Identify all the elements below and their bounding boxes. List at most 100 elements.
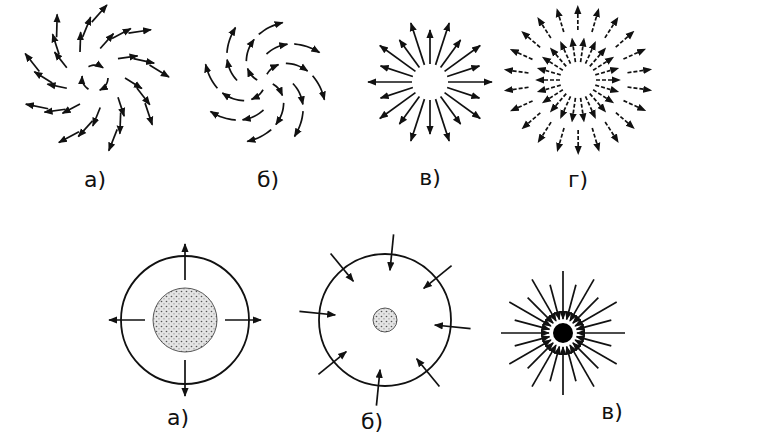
- field-arrow: [581, 98, 584, 122]
- field-arrow: [227, 60, 237, 81]
- field-arrow: [56, 14, 58, 37]
- figure-label: а): [167, 406, 189, 430]
- figure-label: в): [419, 166, 441, 190]
- field-arrow: [92, 5, 107, 22]
- field-arrow: [616, 31, 634, 47]
- field-arrow: [627, 69, 651, 72]
- field-arrow: [47, 84, 66, 88]
- field-arrow: [259, 23, 283, 35]
- field-arrow: [222, 93, 244, 101]
- field-arrow: [429, 100, 431, 134]
- field-arrow: [628, 87, 652, 90]
- figure-label: б): [361, 410, 383, 434]
- field-arrow: [538, 122, 551, 142]
- field-arrow: [593, 57, 613, 70]
- field-arrow: [109, 129, 117, 150]
- field-arrow: [595, 68, 618, 75]
- field-arrow: [380, 46, 416, 72]
- field-arrow: [436, 99, 450, 141]
- field-arrow: [577, 320, 612, 329]
- field-arrow: [562, 271, 564, 319]
- field-arrow: [447, 88, 479, 99]
- field-arrow: [376, 370, 380, 406]
- field-arrow: [505, 87, 529, 90]
- field-arrow: [399, 97, 419, 125]
- field-arrow: [125, 78, 142, 88]
- field-arrow: [623, 49, 645, 59]
- field-arrow: [247, 130, 271, 142]
- field-arrow: [227, 27, 236, 52]
- field-arrow: [592, 9, 599, 32]
- field-arrow: [128, 30, 151, 33]
- field-arrow: [248, 69, 258, 81]
- charged-sphere-outward: [109, 244, 261, 396]
- field-arrow: [25, 54, 39, 72]
- field-arrow: [605, 122, 618, 142]
- field-arrow: [225, 319, 261, 321]
- field-arrow: [294, 44, 319, 53]
- field-arrow: [605, 18, 618, 38]
- field-arrow: [145, 103, 152, 125]
- field-arrow: [100, 78, 108, 90]
- field-arrow: [267, 44, 288, 54]
- field-arrow: [509, 340, 551, 364]
- field-arrow: [441, 40, 461, 68]
- field-arrow: [447, 66, 479, 77]
- field-arrow: [79, 32, 81, 52]
- figure-label: г): [568, 168, 588, 192]
- field-arrow: [411, 23, 425, 65]
- field-arrow: [88, 65, 103, 68]
- field-arrow: [44, 109, 65, 112]
- field-arrow: [246, 39, 254, 61]
- field-arrow: [577, 6, 579, 30]
- field-arrow: [368, 81, 412, 83]
- field-arrow: [286, 63, 308, 71]
- radial-field-dense: [505, 6, 652, 154]
- field-arrow: [210, 112, 235, 121]
- field-arrow: [34, 72, 52, 83]
- field-arrow: [577, 130, 579, 154]
- field-arrow: [543, 90, 563, 103]
- field-arrow: [206, 64, 218, 88]
- field-arrow: [133, 59, 154, 63]
- field-arrow: [331, 253, 354, 281]
- field-arrow: [78, 121, 92, 137]
- field-arrow: [538, 18, 551, 38]
- field-arrow: [273, 84, 283, 96]
- field-arrow: [581, 38, 584, 62]
- field-arrow: [515, 337, 550, 346]
- field-arrow: [572, 38, 575, 62]
- field-arrow: [109, 319, 145, 321]
- field-arrow: [276, 103, 284, 125]
- field-arrow: [511, 101, 533, 111]
- field-arrow: [505, 70, 529, 73]
- field-arrow: [100, 34, 113, 49]
- field-arrow: [592, 128, 599, 151]
- vortex-field: [25, 5, 169, 151]
- field-arrow: [435, 325, 471, 329]
- field-arrow: [557, 128, 564, 151]
- field-arrow: [550, 285, 559, 320]
- field-arrow: [448, 81, 492, 83]
- field-arrow: [184, 244, 186, 280]
- field-arrow: [267, 65, 279, 75]
- charged-sphere-inward: [299, 234, 470, 405]
- field-arrow: [424, 266, 452, 289]
- field-arrow: [616, 113, 634, 129]
- field-arrow: [570, 345, 594, 387]
- field-arrow: [83, 17, 91, 37]
- field-arrow: [511, 49, 533, 59]
- field-arrow: [137, 88, 150, 105]
- field-arrow: [299, 311, 335, 315]
- field-arrow: [93, 108, 100, 126]
- field-arrow: [295, 111, 304, 136]
- figure-label: в): [601, 400, 623, 424]
- field-arrow: [252, 90, 264, 100]
- field-arrow: [445, 93, 481, 119]
- field-arrow: [572, 98, 575, 122]
- field-arrow: [112, 29, 131, 39]
- radial-field: [368, 23, 492, 141]
- field-arrow: [595, 85, 618, 92]
